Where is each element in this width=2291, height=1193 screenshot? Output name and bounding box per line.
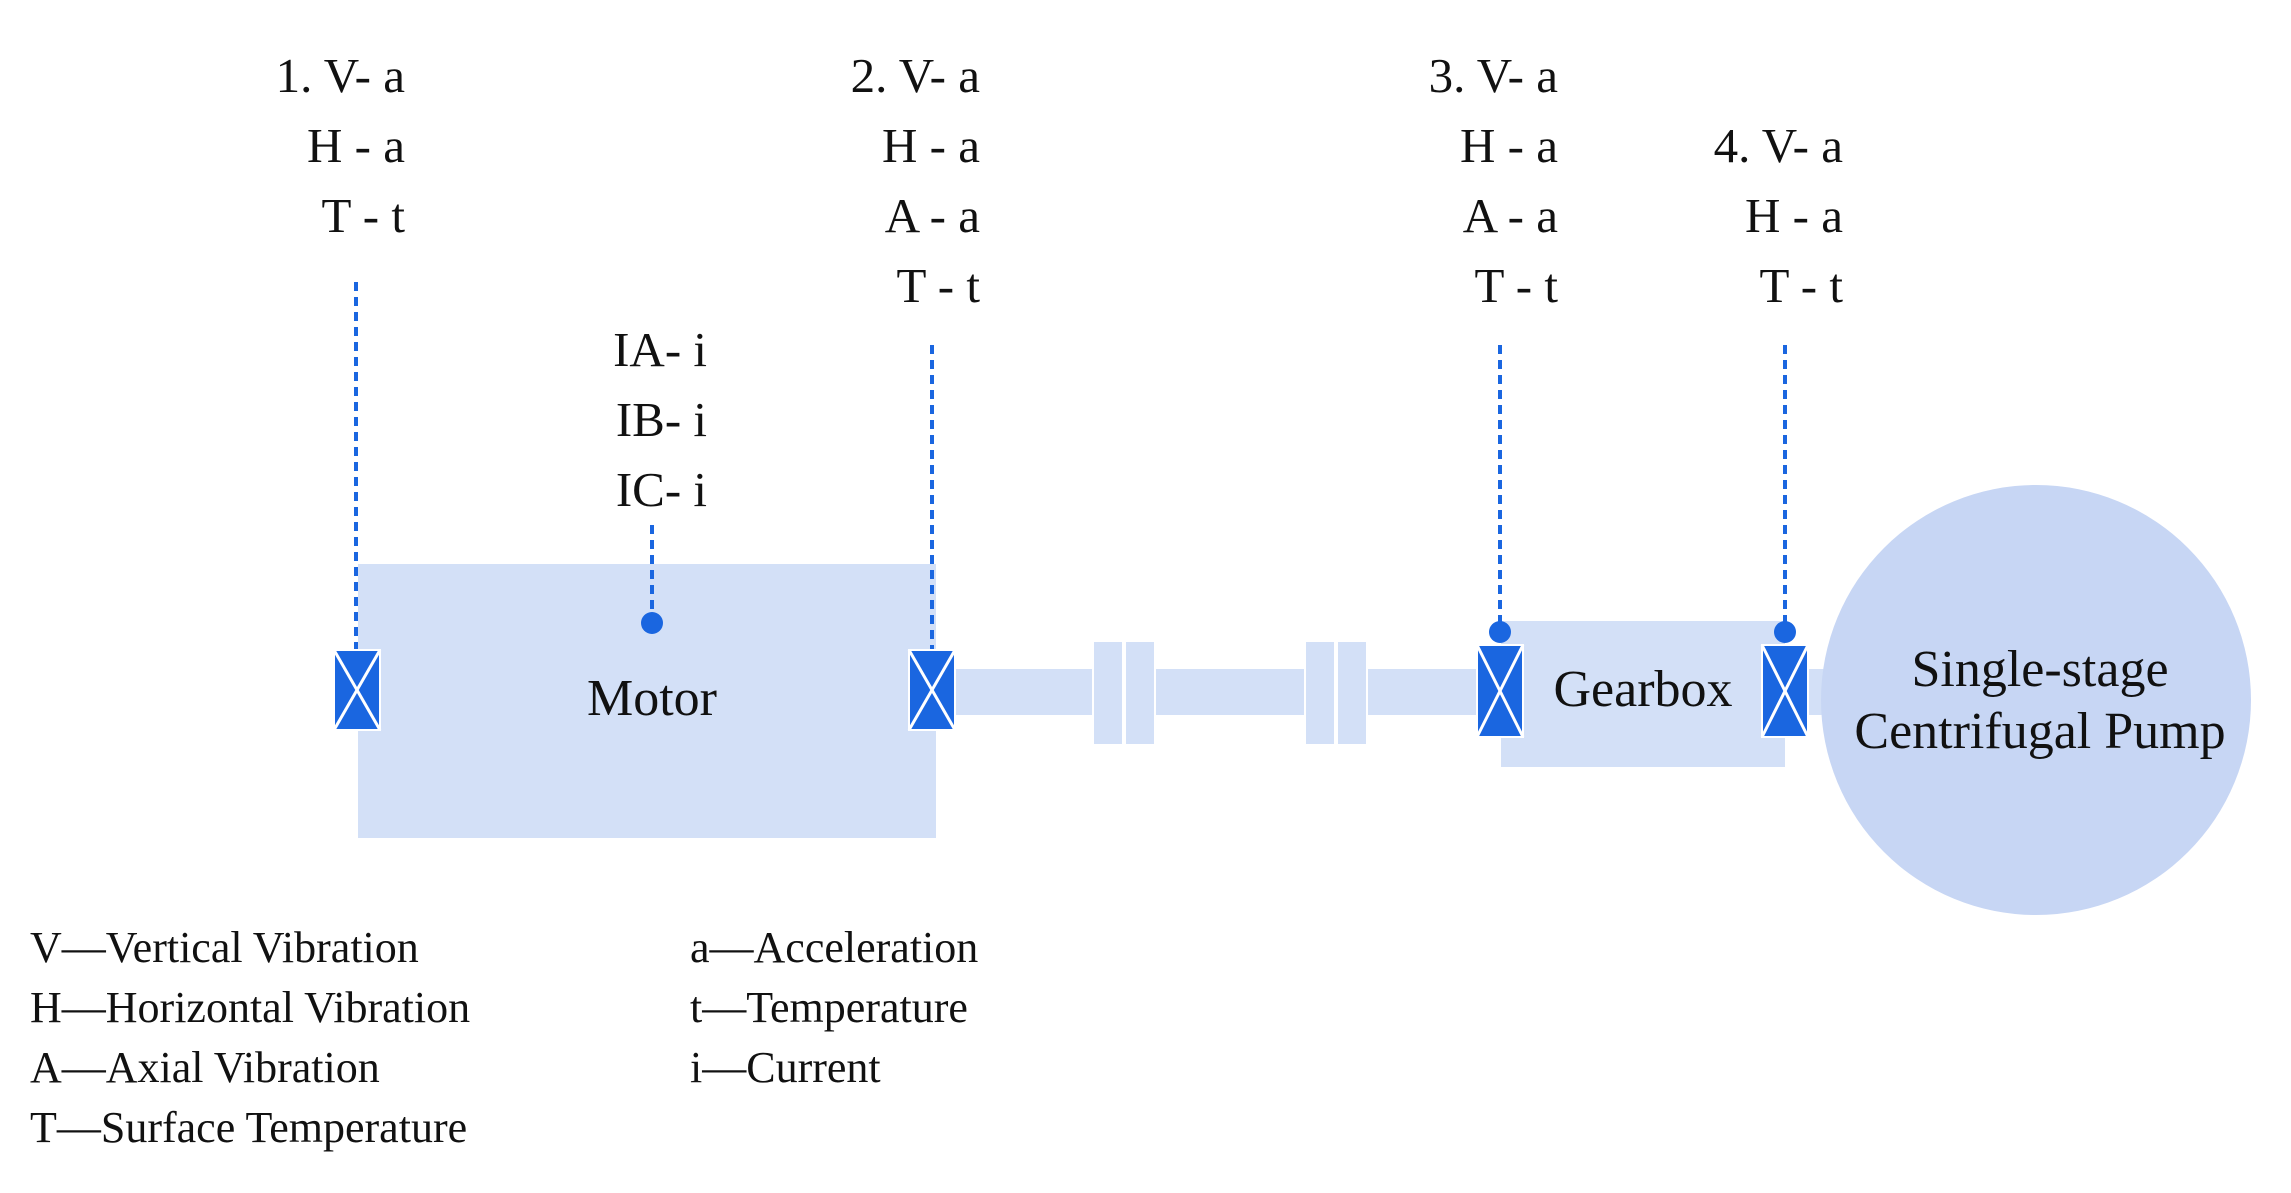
sensor-3-line-3: A - a	[1463, 188, 1559, 243]
shaft-segment	[1154, 667, 1308, 717]
legend-left-item-4: T—Surface Temperature	[30, 1103, 467, 1152]
motor-label: Motor	[587, 670, 717, 727]
sensor-icon-3	[1475, 644, 1525, 738]
sensor-2-line-2: H - a	[882, 118, 980, 173]
gearbox-label: Gearbox	[1553, 661, 1732, 718]
legend-right-item-3: i—Current	[690, 1043, 881, 1092]
pump-body	[1821, 485, 2251, 915]
sensor-4-line-1: 4. V- a	[1714, 118, 1844, 173]
sensor-4-line-3: T - t	[1760, 258, 1844, 313]
sensor-dot-4	[1774, 621, 1796, 643]
coupling-half-left-2	[1304, 640, 1336, 746]
sensor-2-line-3: A - a	[885, 188, 981, 243]
coupling-half-left-1	[1092, 640, 1124, 746]
pump-label-line-2: Centrifugal Pump	[1854, 703, 2225, 760]
sensor-dot-3	[1489, 621, 1511, 643]
sensor-1-line-1: 1. V- a	[276, 48, 406, 103]
legend-left-item-2: H—Horizontal Vibration	[30, 983, 470, 1032]
current-line-1: IA- i	[613, 322, 707, 377]
sensor-2-line-4: T - t	[897, 258, 981, 313]
sensor-4-line-2: H - a	[1745, 188, 1843, 243]
legend-right-item-1: a—Acceleration	[690, 923, 978, 972]
current-line-2: IB- i	[616, 392, 707, 447]
sensor-icon-2	[907, 649, 957, 731]
legend-left-item-3: A—Axial Vibration	[30, 1043, 380, 1092]
sensor-1-line-2: H - a	[307, 118, 405, 173]
motor-body	[356, 562, 938, 840]
current-sensor-dot	[641, 612, 663, 634]
sensor-icon-1	[332, 649, 382, 731]
sensor-3-line-4: T - t	[1475, 258, 1559, 313]
coupling-half-right-1	[1124, 640, 1156, 746]
sensor-3-line-1: 3. V- a	[1429, 48, 1559, 103]
current-line-3: IC- i	[616, 462, 707, 517]
sensor-3-line-2: H - a	[1460, 118, 1558, 173]
shaft-segment	[936, 667, 1098, 717]
gearbox-body	[1499, 619, 1787, 769]
sensor-1-line-3: T - t	[322, 188, 406, 243]
legend-right-item-2: t—Temperature	[690, 983, 968, 1032]
coupling-half-right-2	[1336, 640, 1368, 746]
pump-label-line-1: Single-stage	[1911, 641, 2168, 698]
legend-left-item-1: V—Vertical Vibration	[30, 923, 419, 972]
sensor-icon-4	[1760, 644, 1810, 738]
sensor-2-line-1: 2. V- a	[851, 48, 981, 103]
